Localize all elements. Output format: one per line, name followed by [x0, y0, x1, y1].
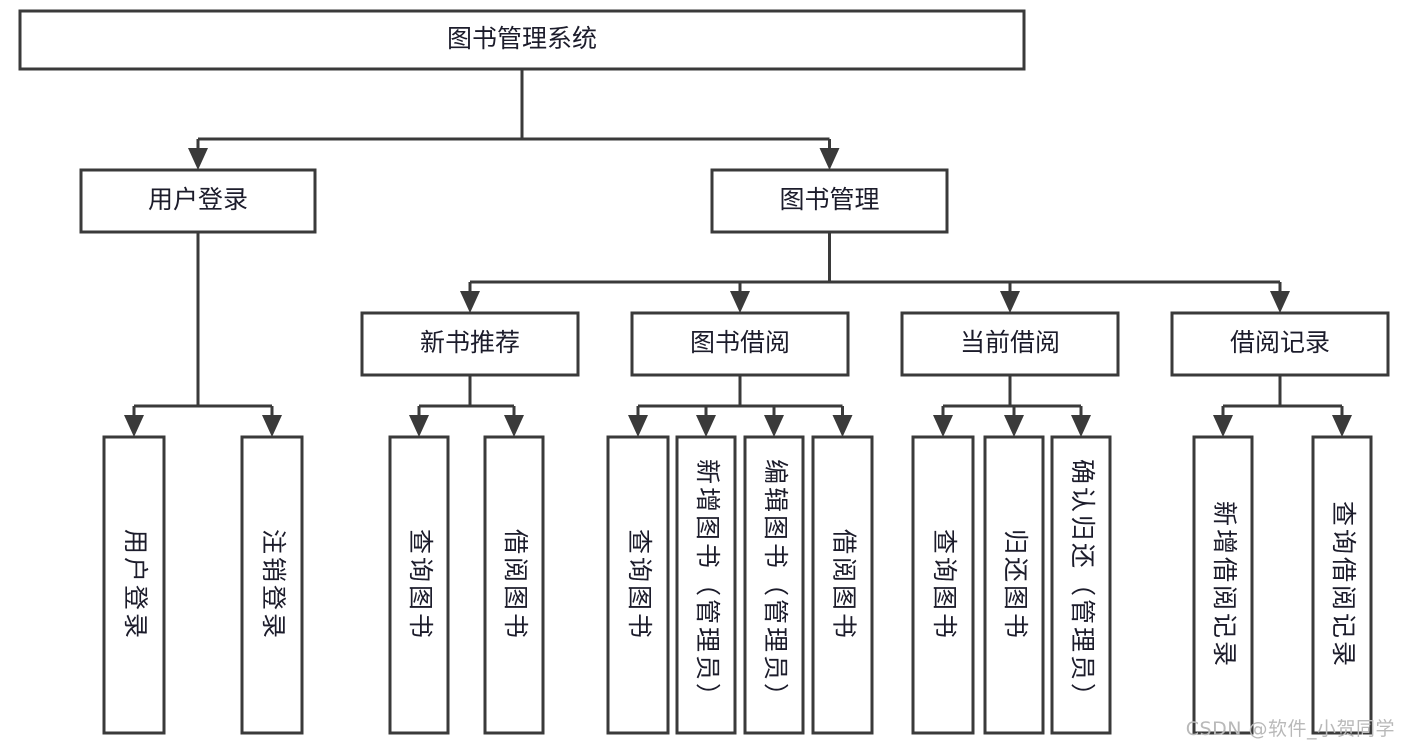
arrow-head-icon	[409, 415, 429, 437]
node-new-book-recommend[interactable]: 新书推荐	[360, 311, 580, 377]
arrow-head-icon	[124, 415, 144, 437]
node-box	[1311, 435, 1373, 735]
node-leaf-return-book[interactable]: 归还图书	[983, 435, 1045, 735]
arrow-head-icon	[1332, 415, 1352, 437]
node-box	[79, 168, 317, 234]
arrow-head-icon	[460, 291, 480, 313]
arrow-head-icon	[764, 415, 784, 437]
node-box	[483, 435, 545, 735]
node-label: 归还图书	[1001, 529, 1030, 641]
node-box	[983, 435, 1045, 735]
arrow-head-icon	[730, 291, 750, 313]
node-leaf-query-book-borrow[interactable]: 查询图书	[606, 435, 670, 735]
node-label: 用户登录	[121, 529, 150, 641]
node-leaf-query-borrow-record[interactable]: 查询借阅记录	[1311, 435, 1373, 735]
arrow-head-icon	[1000, 291, 1020, 313]
node-leaf-user-login[interactable]: 用户登录	[102, 435, 166, 735]
node-root[interactable]: 图书管理系统	[18, 9, 1026, 71]
node-label: 编辑图书（管理员）	[761, 459, 790, 711]
arrow-head-icon	[1213, 415, 1233, 437]
node-label: 图书管理	[779, 185, 879, 214]
node-leaf-borrow-book-recommend[interactable]: 借阅图书	[483, 435, 545, 735]
node-box	[710, 168, 949, 234]
node-box	[388, 435, 450, 735]
node-borrow-record[interactable]: 借阅记录	[1170, 311, 1390, 377]
node-label: 图书管理系统	[447, 24, 597, 53]
node-box	[900, 311, 1120, 377]
node-label: 查询图书	[930, 529, 959, 641]
arrow-head-icon	[696, 415, 716, 437]
node-box	[675, 435, 737, 735]
arrow-head-icon	[1071, 415, 1091, 437]
node-leaf-confirm-return-admin[interactable]: 确认归还（管理员）	[1050, 435, 1112, 735]
node-box	[1192, 435, 1254, 735]
arrow-head-icon	[832, 415, 853, 437]
node-leaf-borrow-book[interactable]: 借阅图书	[811, 435, 874, 735]
node-label: 查询借阅记录	[1329, 501, 1358, 669]
node-label: 图书借阅	[690, 328, 790, 357]
arrow-head-icon	[628, 415, 648, 437]
arrow-head-icon	[188, 148, 208, 170]
arrow-head-icon	[933, 415, 953, 437]
arrow-head-icon	[504, 415, 524, 437]
nodes-layer: 图书管理系统用户登录图书管理新书推荐图书借阅当前借阅借阅记录用户登录注销登录查询…	[18, 9, 1390, 735]
node-label: 借阅图书	[830, 529, 859, 641]
node-label: 新书推荐	[420, 328, 520, 357]
edges-layer	[124, 69, 1352, 437]
node-label: 当前借阅	[960, 328, 1060, 357]
node-leaf-add-borrow-record[interactable]: 新增借阅记录	[1192, 435, 1254, 735]
node-label: 借阅图书	[501, 529, 530, 641]
node-label: 新增借阅记录	[1210, 501, 1239, 669]
node-label: 确认归还（管理员）	[1068, 459, 1097, 711]
node-box	[606, 435, 670, 735]
arrow-head-icon	[819, 148, 840, 170]
node-user-login[interactable]: 用户登录	[79, 168, 317, 234]
node-box	[811, 435, 874, 735]
node-box	[911, 435, 975, 735]
node-leaf-query-book-current[interactable]: 查询图书	[911, 435, 975, 735]
node-box	[743, 435, 805, 735]
node-label: 用户登录	[148, 185, 248, 214]
node-leaf-logout[interactable]: 注销登录	[240, 435, 304, 735]
node-book-borrow[interactable]: 图书借阅	[630, 311, 850, 377]
arrow-head-icon	[262, 415, 282, 437]
node-box	[630, 311, 850, 377]
node-label: 借阅记录	[1230, 328, 1330, 357]
node-label: 注销登录	[259, 529, 288, 641]
node-label: 查询图书	[625, 529, 654, 641]
node-box	[1170, 311, 1390, 377]
node-box	[360, 311, 580, 377]
node-leaf-query-book-recommend[interactable]: 查询图书	[388, 435, 450, 735]
node-current-borrow[interactable]: 当前借阅	[900, 311, 1120, 377]
node-box	[18, 9, 1026, 71]
arrow-head-icon	[1270, 291, 1290, 313]
arrow-head-icon	[1004, 415, 1024, 437]
node-leaf-add-book-admin[interactable]: 新增图书（管理员）	[675, 435, 737, 735]
node-book-management[interactable]: 图书管理	[710, 168, 949, 234]
node-box	[102, 435, 166, 735]
node-leaf-edit-book-admin[interactable]: 编辑图书（管理员）	[743, 435, 805, 735]
node-box	[240, 435, 304, 735]
node-label: 查询图书	[406, 529, 435, 641]
node-box	[1050, 435, 1112, 735]
node-label: 新增图书（管理员）	[693, 459, 722, 711]
